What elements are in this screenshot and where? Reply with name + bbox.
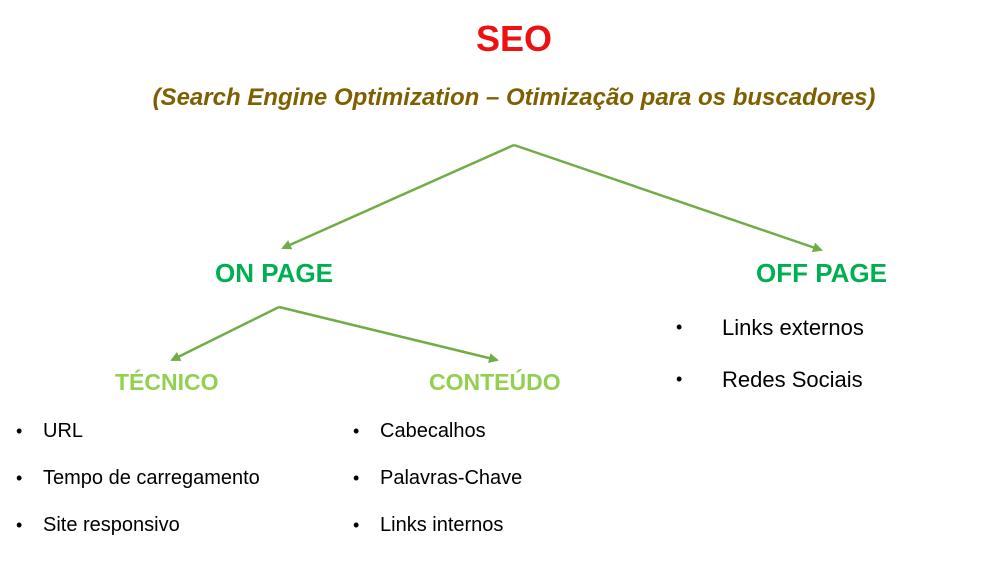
arrow-on-page-to-tecnico xyxy=(170,305,280,362)
conteudo-list: Cabecalhos Palavras-Chave Links internos xyxy=(353,420,522,561)
list-item: Tempo de carregamento xyxy=(16,467,260,514)
diagram-subtitle: (Search Engine Optimization – Otimização… xyxy=(152,84,876,111)
node-off-page: OFF PAGE xyxy=(756,258,887,288)
node-tecnico: TÉCNICO xyxy=(115,369,219,395)
arrow-on-page-to-conteudo xyxy=(278,305,499,363)
list-item: Site responsivo xyxy=(16,514,260,561)
list-item: Cabecalhos xyxy=(353,420,522,467)
arrow-seo-to-off-page xyxy=(513,143,823,253)
list-item: Palavras-Chave xyxy=(353,467,522,514)
off-page-list: Links externos Redes Sociais xyxy=(676,315,864,419)
diagram-title: SEO xyxy=(475,18,553,59)
list-item: Redes Sociais xyxy=(676,367,864,419)
node-on-page: ON PAGE xyxy=(215,258,333,288)
arrow-seo-to-on-page xyxy=(281,143,515,250)
node-conteudo: CONTEÚDO xyxy=(429,369,561,395)
list-item: Links externos xyxy=(676,315,864,367)
list-item: Links internos xyxy=(353,514,522,561)
tecnico-list: URL Tempo de carregamento Site responsiv… xyxy=(16,420,260,561)
list-item: URL xyxy=(16,420,260,467)
